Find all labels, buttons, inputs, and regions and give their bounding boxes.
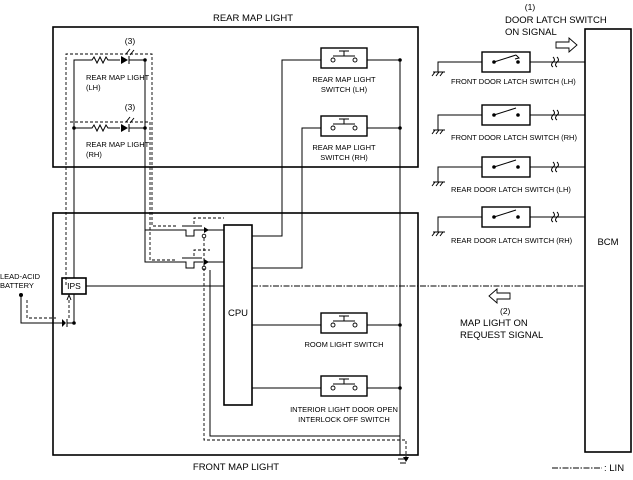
lamp-rh-dashed-loop [70,121,176,261]
rear-switch-lh-name: REAR MAP LIGHT [312,75,376,84]
lamp-rh-resistor-icon [74,123,120,133]
lamp-lh-led-icon [121,48,147,64]
battery-label-line2: BATTERY [0,281,34,290]
ground-solid-return [209,270,401,455]
rear-switch-rh-side: SWITCH (RH) [320,153,368,162]
lamp-rh-callout: (3) [125,102,136,112]
ips-label: IPS [67,281,81,291]
diode-icon [62,319,66,327]
door-latch-signal-line2: ON SIGNAL [505,27,557,38]
door-switch-1 [431,51,585,77]
lamp-lh-side: (LH) [86,83,101,92]
rear-map-light-title: REAR MAP LIGHT [213,13,293,24]
lamp-lh-resistor-icon [86,55,120,65]
front-map-light-box [52,212,419,456]
lamp-rh-side: (RH) [86,150,102,159]
rear-switch-lh-side: SWITCH (LH) [321,85,368,94]
door-latch-signal-line1: DOOR LATCH SWITCH [505,15,607,26]
door-latch-signal-arrow-icon [555,37,578,53]
door-switch-1-name: FRONT DOOR LATCH SWITCH (LH) [451,77,576,86]
door-latch-signal-callout: (1) [525,2,536,12]
room-light-switch [252,312,402,334]
map-light-signal-line1: MAP LIGHT ON [460,318,528,329]
cpu-box [223,224,253,406]
lamp-rh-name: REAR MAP LIGHT [86,140,150,149]
lin-legend-label: : LIN [604,463,624,474]
door-switch-4-name: REAR DOOR LATCH SWITCH (RH) [451,236,573,245]
map-light-signal-callout: (2) [500,306,511,316]
lamp-lh-callout: (3) [125,36,136,46]
battery-wire [20,295,62,324]
rear-switch-lh [252,47,402,237]
battery-label-line1: LEAD-ACID [0,272,41,281]
room-light-switch-name: ROOM LIGHT SWITCH [304,340,383,349]
door-switch-4 [431,206,585,237]
lamp-lh-dashed-loop [65,53,176,285]
interior-light-switch-name-2: INTERLOCK OFF SWITCH [298,415,390,424]
map-light-signal-arrow-icon [488,288,511,304]
rear-switch-rh [252,115,402,269]
interior-light-switch [252,375,402,397]
door-switch-2-name: FRONT DOOR LATCH SWITCH (RH) [451,133,577,142]
lamp-rh-led-icon [121,116,147,132]
front-map-light-title: FRONT MAP LIGHT [193,462,279,473]
ground-dashed-return [203,238,407,460]
map-light-signal-line2: REQUEST SIGNAL [460,330,543,341]
fet-rh-icon [178,249,210,269]
cpu-label: CPU [228,308,248,319]
bcm-box [584,28,632,453]
door-switch-2 [431,104,585,135]
door-switch-3-name: REAR DOOR LATCH SWITCH (LH) [451,185,571,194]
fet-lh-icon [178,217,224,237]
lamp-lh-name: REAR MAP LIGHT [86,73,150,82]
rear-map-light-box [52,26,419,168]
bcm-label: BCM [597,237,618,248]
battery-dashed-feed [26,300,56,319]
door-switch-3 [431,156,585,187]
ground-icon [396,454,410,464]
lamp-lh-feed [73,59,86,128]
interior-light-switch-name: INTERIOR LIGHT DOOR OPEN [290,405,398,414]
rear-switch-rh-name: REAR MAP LIGHT [312,143,376,152]
